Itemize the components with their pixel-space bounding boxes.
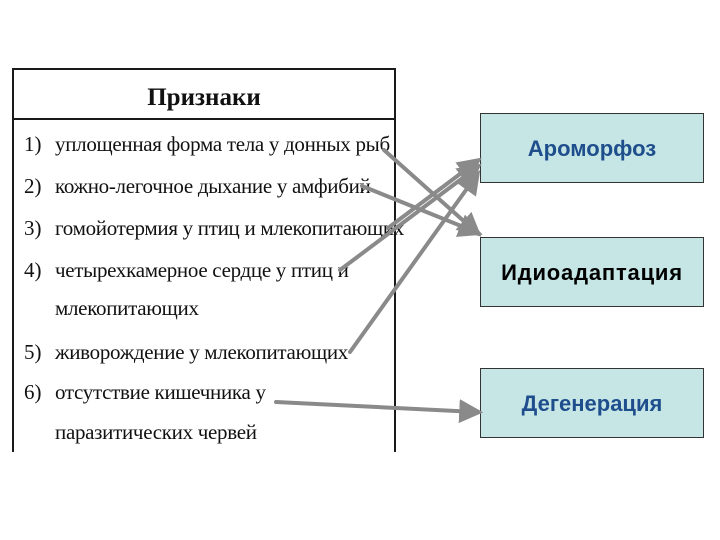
degeneration-box: Дегенерация bbox=[480, 368, 704, 438]
table-header: Признаки bbox=[14, 70, 394, 120]
row-number: 1) bbox=[24, 132, 42, 156]
row-text: отсутствие кишечника у bbox=[55, 380, 266, 404]
row-text-continuation: паразитических червей bbox=[55, 420, 257, 444]
row-text: гомойотермия у птиц и млекопитающих bbox=[55, 216, 404, 240]
row-text: живорождение у млекопитающих bbox=[55, 340, 348, 364]
row-number: 4) bbox=[24, 258, 42, 282]
row-text-continuation: млекопитающих bbox=[55, 296, 199, 320]
traits-table: Признаки 1) уплощенная форма тела у донн… bbox=[12, 68, 404, 452]
row-text: четырехкамерное сердце у птиц и bbox=[55, 258, 349, 282]
row-number: 2) bbox=[24, 174, 42, 198]
row-text: кожно-легочное дыхание у амфибий bbox=[55, 174, 371, 198]
row-number: 6) bbox=[24, 380, 42, 404]
row-text: уплощенная форма тела у донных рыб bbox=[55, 132, 390, 156]
idioadaptation-box: Идиоадаптация bbox=[480, 237, 704, 307]
row-number: 3) bbox=[24, 216, 42, 240]
row-number: 5) bbox=[24, 340, 42, 364]
aromorphosis-box: Ароморфоз bbox=[480, 113, 704, 183]
